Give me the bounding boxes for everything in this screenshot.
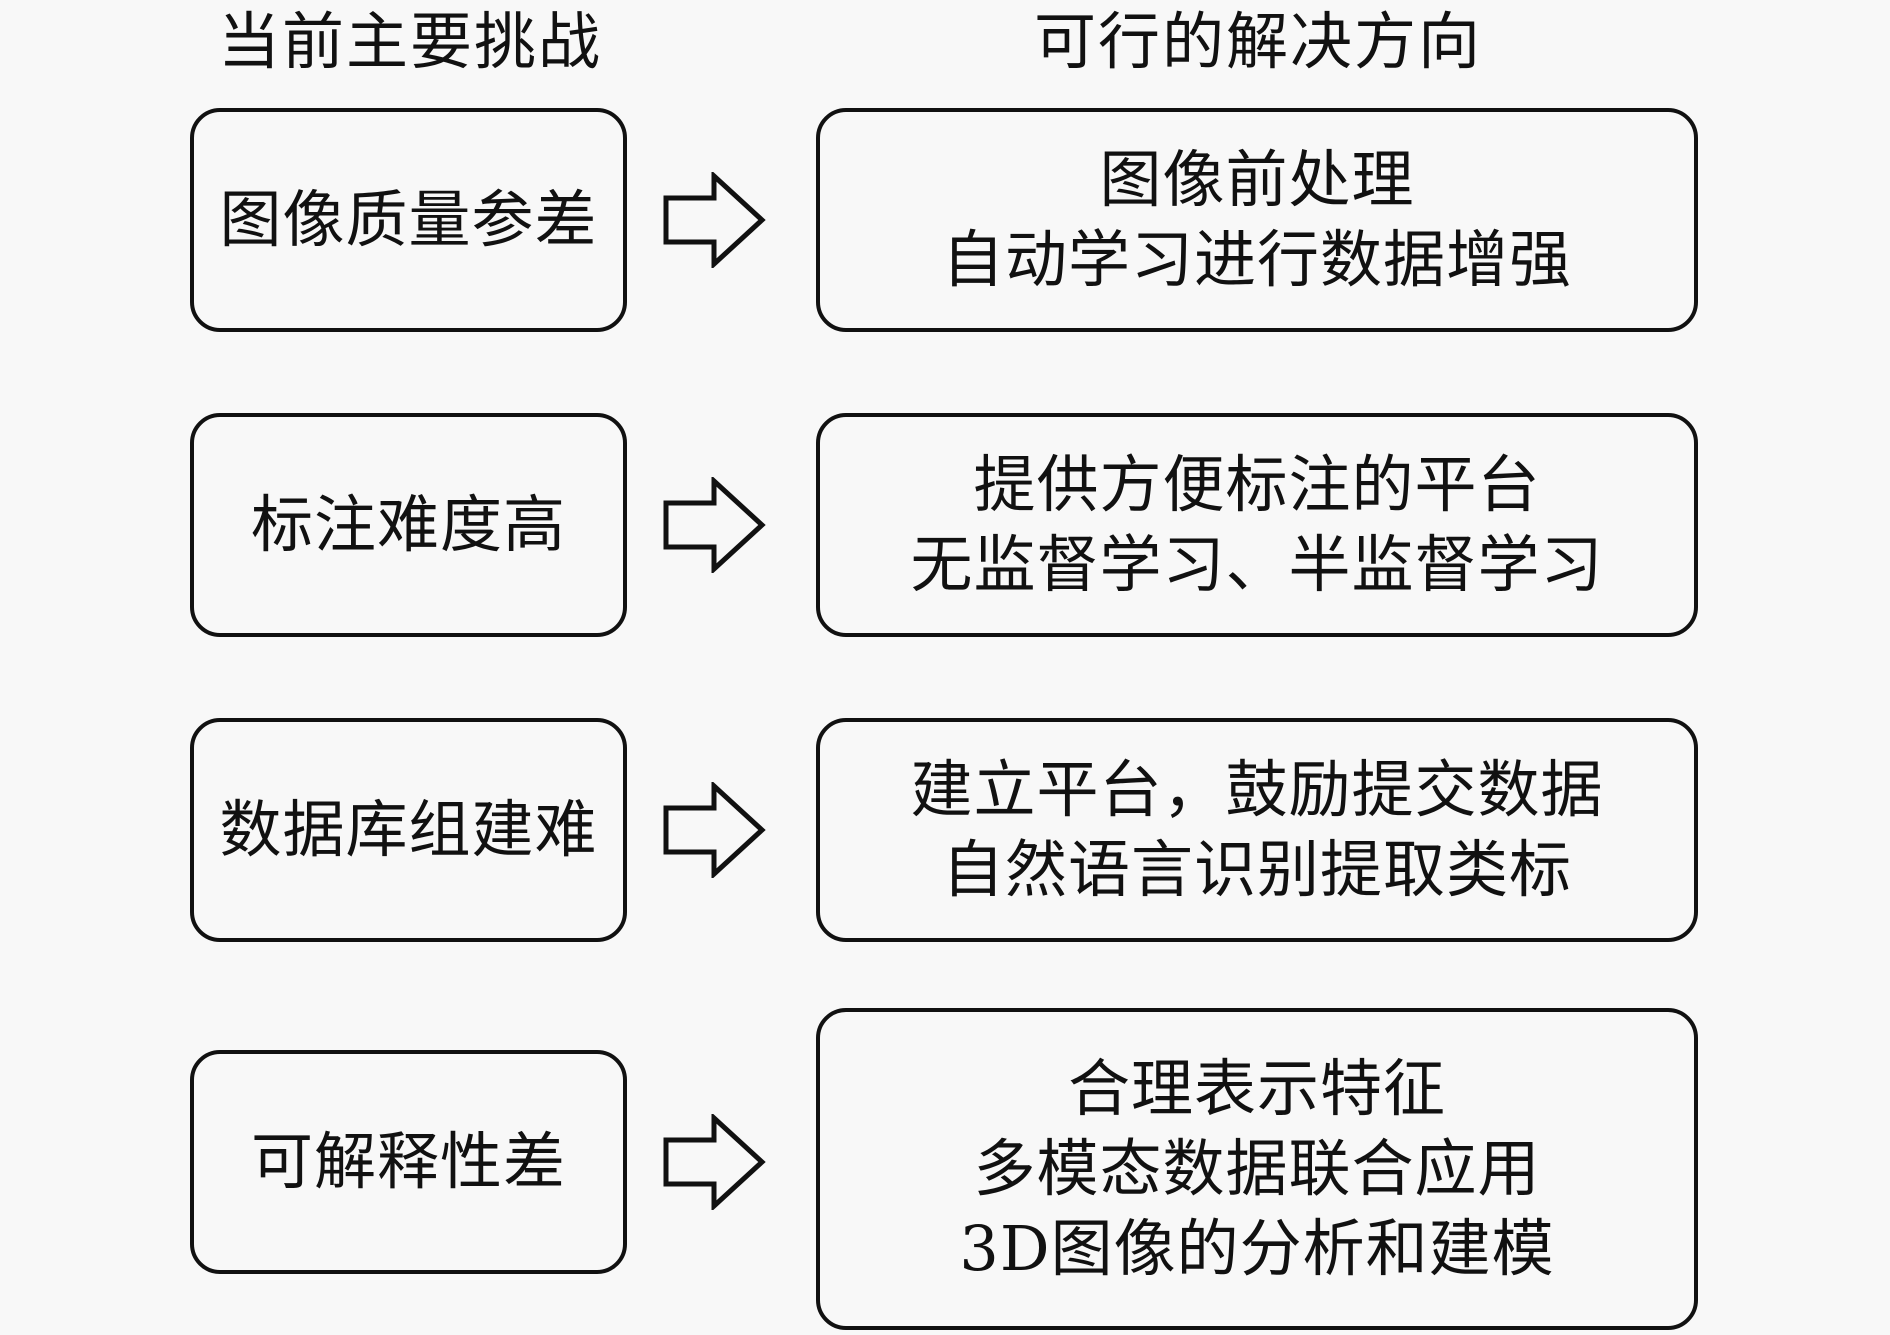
challenge-label: 可解释性差 [250, 1125, 566, 1198]
right-arrow-icon [662, 782, 768, 878]
solution-line: 提供方便标注的平台 [973, 448, 1541, 521]
challenge-box: 可解释性差 [190, 1050, 627, 1274]
solution-box: 建立平台，鼓励提交数据 自然语言识别提取类标 [816, 718, 1698, 942]
solution-line: 自然语言识别提取类标 [941, 833, 1572, 906]
right-arrow-icon [662, 172, 768, 268]
challenge-label: 数据库组建难 [219, 793, 598, 866]
challenge-label: 图像质量参差 [219, 183, 598, 256]
right-arrow-icon [662, 1114, 768, 1210]
solution-line: 多模态数据联合应用 [973, 1132, 1541, 1205]
solution-line: 3D图像的分析和建模 [959, 1212, 1555, 1285]
solution-box: 提供方便标注的平台 无监督学习、半监督学习 [816, 413, 1698, 637]
right-arrow-icon [662, 477, 768, 573]
challenge-box: 标注难度高 [190, 413, 627, 637]
solution-box: 合理表示特征 多模态数据联合应用 3D图像的分析和建模 [816, 1008, 1698, 1330]
header-solutions: 可行的解决方向 [1033, 5, 1482, 78]
challenge-label: 标注难度高 [250, 488, 566, 561]
solution-box: 图像前处理 自动学习进行数据增强 [816, 108, 1698, 332]
challenge-box: 图像质量参差 [190, 108, 627, 332]
solution-line: 建立平台，鼓励提交数据 [910, 753, 1604, 826]
solution-line: 合理表示特征 [1067, 1052, 1446, 1125]
solution-line: 图像前处理 [1099, 143, 1415, 216]
solution-line: 无监督学习、半监督学习 [910, 528, 1604, 601]
challenge-box: 数据库组建难 [190, 718, 627, 942]
solution-line: 自动学习进行数据增强 [941, 223, 1572, 296]
header-challenges: 当前主要挑战 [217, 5, 602, 78]
